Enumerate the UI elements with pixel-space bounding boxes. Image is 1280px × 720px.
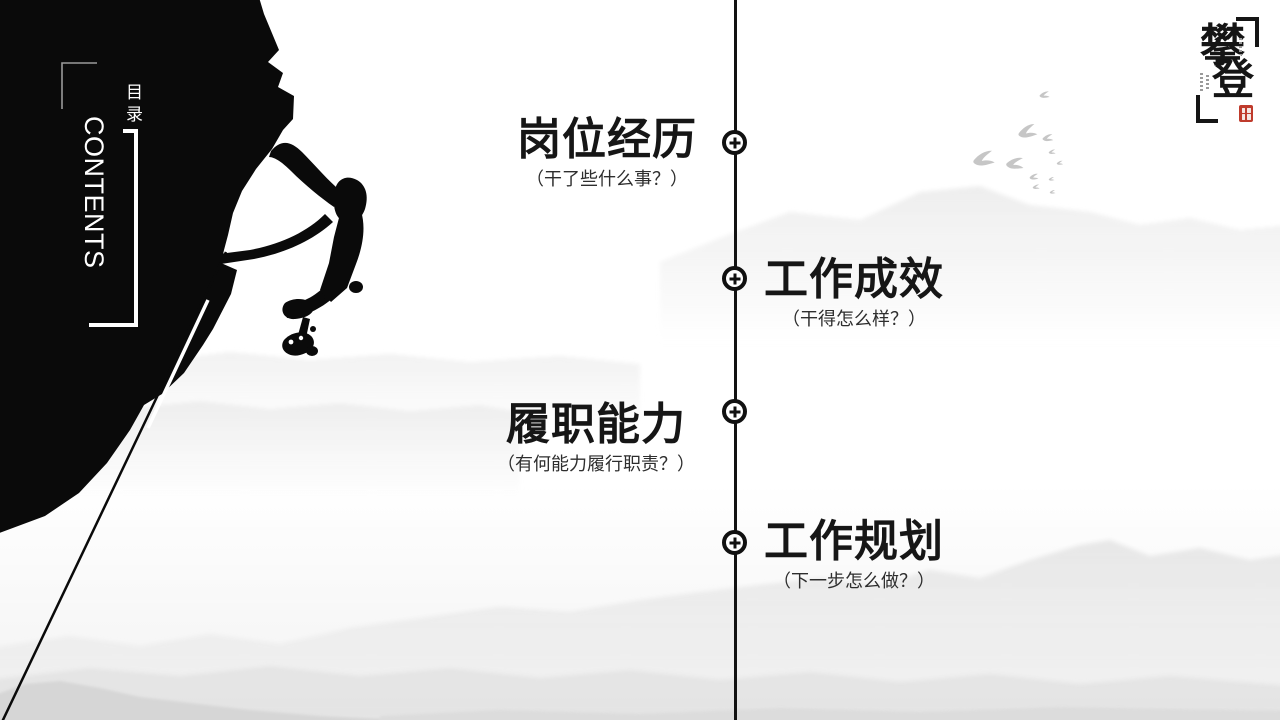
climber-shoe-1 xyxy=(282,299,314,320)
plus-circle-icon[interactable] xyxy=(722,530,747,555)
cliff-shape xyxy=(0,0,294,533)
toc-item-subtitle: （干了些什么事？） xyxy=(526,169,688,189)
corner-bracket-icon xyxy=(1196,95,1218,123)
logo-seal xyxy=(1239,105,1253,122)
rope-line xyxy=(1,251,228,720)
climber-shoe-2 xyxy=(282,332,314,356)
toc-header-cn[interactable]: 目录 xyxy=(123,83,142,127)
foreground-hills xyxy=(0,681,1280,720)
toc-item-1[interactable]: 岗位经历 （干了些什么事？） xyxy=(517,116,697,191)
toc-item-title[interactable]: 工作成效 xyxy=(764,255,944,304)
toc-item-4[interactable]: 工作规划 （下一步怎么做？） xyxy=(764,518,944,593)
toc-item-2[interactable]: 工作成效 （干得怎么样？） xyxy=(764,256,944,331)
timeline-line xyxy=(734,0,737,720)
toc-bracket-line xyxy=(89,129,138,327)
toc-item-title[interactable]: 履职能力 xyxy=(506,400,686,449)
toc-item-3[interactable]: 履职能力 （有何能力履行职责？） xyxy=(497,401,695,476)
corner-bracket-icon xyxy=(1236,17,1259,47)
logo-char-bottom: 登 xyxy=(1212,58,1255,104)
plus-circle-icon[interactable] xyxy=(722,266,747,291)
logo-char-top: 攀 xyxy=(1200,21,1246,71)
climber-arm-lower xyxy=(219,214,333,264)
logo-fine-print xyxy=(1206,75,1209,91)
plus-circle-icon[interactable] xyxy=(722,399,747,424)
climber-head xyxy=(333,177,367,223)
toc-item-subtitle: （下一步怎么做？） xyxy=(773,571,935,591)
corner-bracket-icon xyxy=(61,62,97,109)
toc-item-title[interactable]: 工作规划 xyxy=(764,517,944,566)
climber-torso xyxy=(320,211,364,302)
header-decor-lines xyxy=(61,62,138,327)
logo-fine-print xyxy=(1239,38,1242,55)
toc-item-subtitle: （有何能力履行职责？） xyxy=(497,454,695,474)
logo-fine-print xyxy=(1200,73,1203,93)
cliff-crack xyxy=(146,299,210,429)
logo: 攀 登 xyxy=(1180,10,1275,135)
mountain-ridges xyxy=(0,186,1280,720)
toc-item-subtitle: （干得怎么样？） xyxy=(782,309,926,329)
climber-arm-upper xyxy=(269,142,343,207)
plus-circle-icon[interactable] xyxy=(722,130,747,155)
logo-brackets xyxy=(1196,17,1259,123)
toc-header-en[interactable]: CONTENTS xyxy=(79,116,109,269)
toc-item-title[interactable]: 岗位经历 xyxy=(517,115,697,164)
